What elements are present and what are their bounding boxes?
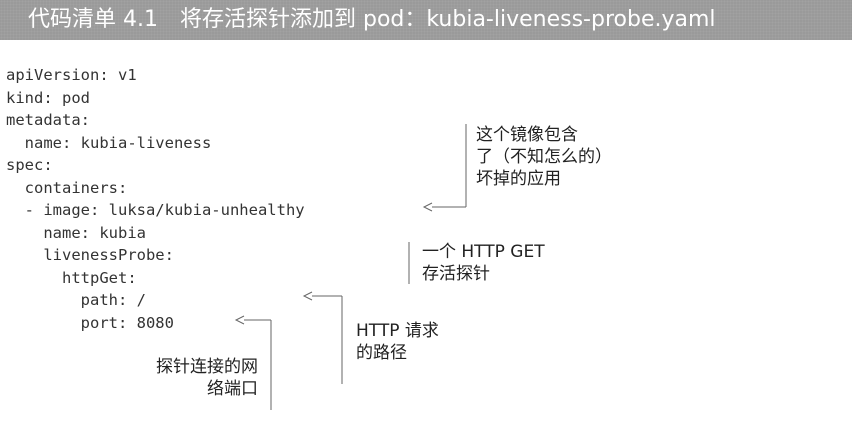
code-line: - image: luksa/kubia-unhealthy <box>6 201 305 219</box>
code-line: name: kubia <box>6 223 146 242</box>
annotation-line: 络端口 <box>207 379 258 399</box>
probe-annotation: 一个 HTTP GET 存活探针 <box>422 241 545 285</box>
listing-title: 代码清单 4.1 将存活探针添加到 pod：kubia-liveness-pro… <box>28 7 716 32</box>
port-annotation: 探针连接的网 络端口 <box>130 356 258 400</box>
annotation-line: 这个镜像包含 <box>476 125 578 145</box>
code-line: httpGet: <box>6 268 137 287</box>
code-line: path: / <box>6 291 146 309</box>
port-callout-arrow <box>234 315 272 410</box>
code-line: metadata: <box>6 111 90 129</box>
annotation-line: HTTP 请求 <box>356 321 439 341</box>
code-line: port: 8080 <box>6 313 174 332</box>
code-line: containers: <box>6 178 128 197</box>
annotation-line: 一个 HTTP GET <box>422 242 545 262</box>
code-block: apiVersion: v1 kind: pod metadata: name: k… <box>6 64 305 334</box>
annotation-line: 探针连接的网 <box>156 357 258 377</box>
annotation-line: 坏掉的应用 <box>476 169 561 189</box>
code-line: livenessProbe: <box>6 246 174 264</box>
path-callout-arrow <box>302 291 343 384</box>
path-annotation: HTTP 请求 的路径 <box>356 320 439 364</box>
code-line: apiVersion: v1 <box>6 66 137 84</box>
code-line: name: kubia-liveness <box>6 133 212 152</box>
listing-header: 代码清单 4.1 将存活探针添加到 pod：kubia-liveness-pro… <box>0 0 852 40</box>
code-line: kind: pod <box>6 88 90 107</box>
code-line: spec: <box>6 156 53 174</box>
annotation-line: 了（不知怎么的） <box>476 147 612 167</box>
image-annotation: 这个镜像包含 了（不知怎么的） 坏掉的应用 <box>476 124 612 190</box>
annotation-line: 的路径 <box>356 343 407 363</box>
image-callout-arrow <box>422 124 467 212</box>
annotation-line: 存活探针 <box>422 264 490 284</box>
